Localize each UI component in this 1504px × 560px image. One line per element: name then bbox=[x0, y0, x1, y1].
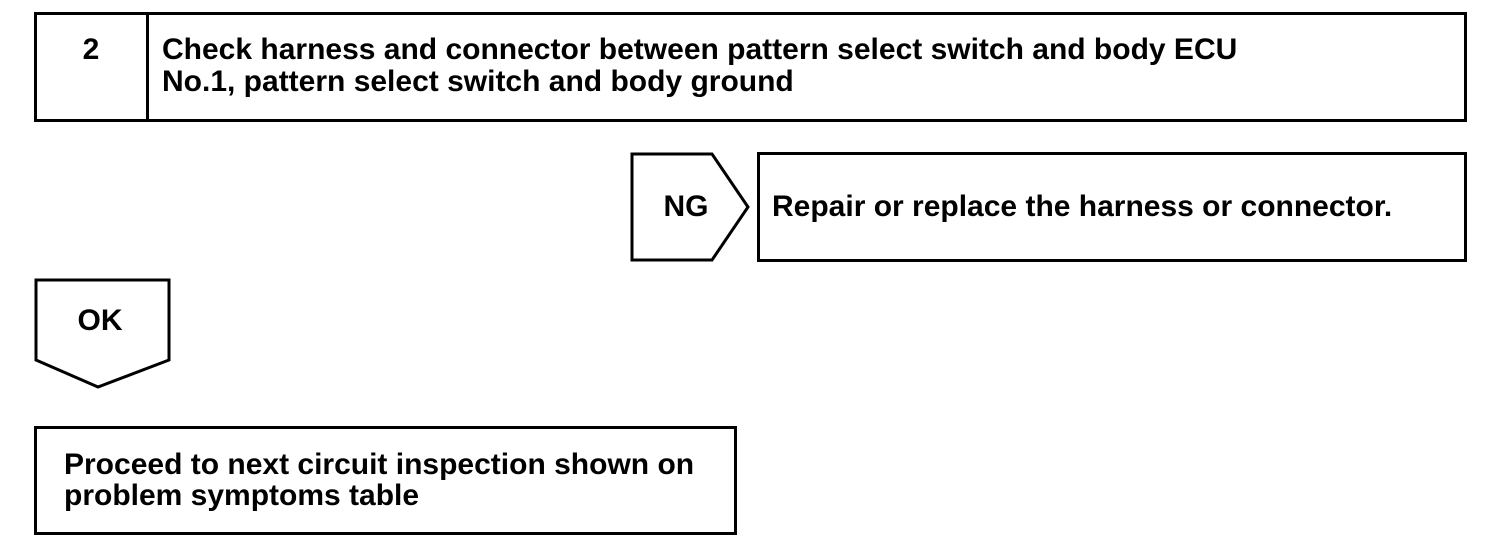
next-step-line1: Proceed to next circuit inspection shown… bbox=[64, 448, 695, 481]
step-number: 2 bbox=[82, 33, 100, 66]
next-step-line2: problem symptoms table bbox=[64, 479, 420, 512]
step-title-line2: No.1, pattern select switch and body gro… bbox=[162, 65, 794, 98]
ng-action-text: Repair or replace the harness or connect… bbox=[772, 190, 1393, 223]
ok-label: OK bbox=[77, 304, 123, 337]
step-number-divider bbox=[146, 12, 149, 122]
ng-label: NG bbox=[663, 190, 709, 223]
step-title-line1: Check harness and connector between patt… bbox=[162, 33, 1238, 66]
ng-action-box bbox=[757, 152, 1467, 262]
step-box bbox=[34, 12, 1467, 122]
next-step-box bbox=[34, 426, 737, 535]
